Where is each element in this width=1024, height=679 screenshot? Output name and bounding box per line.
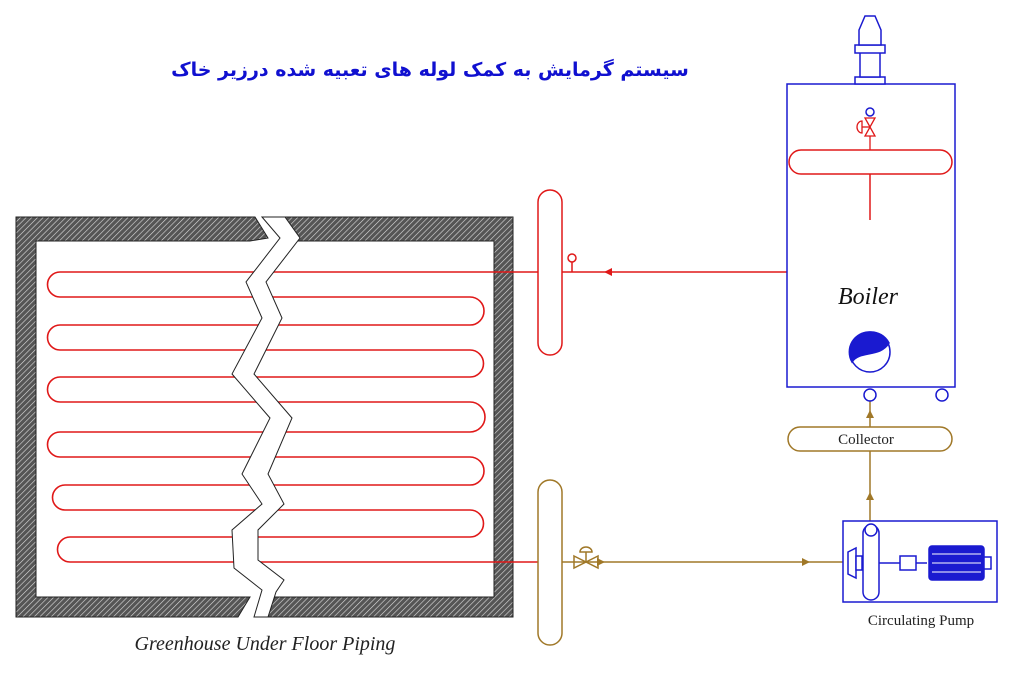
diagram-title: سیستم گرمایش به کمک لوله های تعبیه شده د… <box>171 58 689 81</box>
supply-header <box>537 189 563 356</box>
collector-label: Collector <box>838 432 894 448</box>
return-arrow-icon <box>597 410 874 566</box>
break-line <box>231 216 301 618</box>
floor-piping <box>46 271 538 563</box>
boiler-label: Boiler <box>838 284 899 310</box>
collector <box>787 426 953 452</box>
return-header <box>537 479 563 646</box>
return-line <box>562 400 871 570</box>
boiler <box>786 15 956 402</box>
circulating-pump <box>842 520 998 603</box>
pump-label: Circulating Pump <box>868 613 974 629</box>
boiler-drum <box>788 149 953 175</box>
greenhouse-label: Greenhouse Under Floor Piping <box>135 633 396 655</box>
valve-icon <box>856 117 877 150</box>
